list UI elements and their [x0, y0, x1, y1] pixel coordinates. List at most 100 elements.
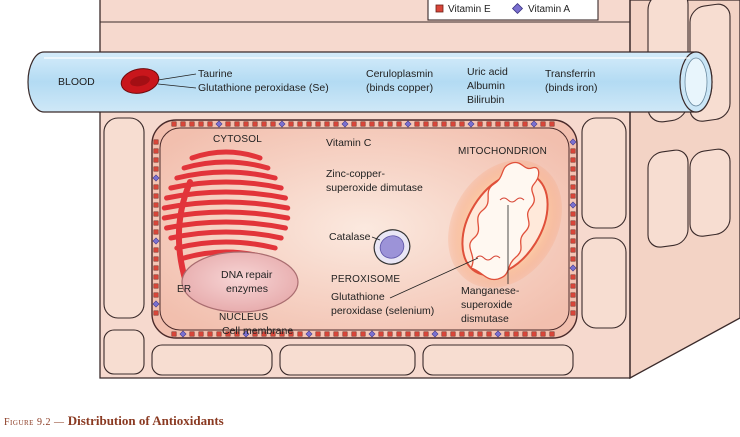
- transferrin-note: (binds iron): [545, 82, 598, 94]
- vitamin-e-marker: [171, 331, 177, 337]
- mitochondrion: [448, 160, 562, 288]
- vitamin-e-marker: [414, 121, 420, 127]
- superoxide-dimutase-label: superoxide dimutase: [326, 182, 423, 194]
- vitamin-e-marker: [198, 331, 204, 337]
- vitamin-e-marker: [441, 331, 447, 337]
- vitamin-a-marker: [368, 330, 376, 338]
- vitamin-e-marker: [306, 121, 312, 127]
- cell-membrane-label: Cell membrane: [222, 325, 293, 337]
- enzymes-label: enzymes: [226, 283, 268, 295]
- vitamin-a-marker: [152, 237, 160, 245]
- vitamin-a-marker: [152, 300, 160, 308]
- vitamin-e-marker: [513, 121, 519, 127]
- vitamin-e-marker: [450, 331, 456, 337]
- vitamin-e-marker: [153, 256, 159, 262]
- vitamin-e-marker: [252, 331, 258, 337]
- legend-vitamin-a: Vitamin A: [528, 4, 570, 15]
- vitamin-e-marker: [153, 193, 159, 199]
- vitamin-e-marker: [288, 121, 294, 127]
- vitamin-e-marker: [333, 121, 339, 127]
- vitamin-e-marker: [153, 148, 159, 154]
- vitamin-e-marker: [405, 331, 411, 337]
- vitamin-e-marker: [570, 310, 576, 316]
- vitamin-e-marker: [513, 331, 519, 337]
- albumin-label: Albumin: [467, 80, 505, 92]
- vitamin-e-marker: [261, 121, 267, 127]
- vitamin-e-marker: [153, 202, 159, 208]
- vitamin-e-marker: [570, 256, 576, 262]
- vitamin-e-marker: [207, 121, 213, 127]
- vitamin-e-swatch: [435, 4, 444, 13]
- vitamin-e-marker: [288, 331, 294, 337]
- zinc-copper-label: Zinc-copper-: [326, 168, 385, 180]
- vitamin-e-marker: [570, 184, 576, 190]
- peroxisome: [373, 229, 411, 265]
- er-label: ER: [177, 284, 191, 295]
- ceruloplasmin-label: Ceruloplasmin: [366, 68, 433, 80]
- vitamin-e-marker: [396, 331, 402, 337]
- taurine-label: Taurine: [198, 68, 233, 80]
- vitamin-e-marker: [360, 121, 366, 127]
- vitamin-a-marker: [215, 120, 223, 128]
- ceruloplasmin-note: (binds copper): [366, 82, 433, 94]
- vitamin-e-marker: [270, 121, 276, 127]
- membrane-markers: [152, 120, 577, 338]
- manganese-label: Manganese-: [461, 285, 520, 297]
- vitamin-e-marker: [570, 175, 576, 181]
- vitamin-e-marker: [279, 331, 285, 337]
- vitamin-e-marker: [378, 121, 384, 127]
- glutathione-label: Glutathione: [331, 291, 385, 303]
- dismutase-label: dismutase: [461, 313, 509, 325]
- vitamin-e-marker: [570, 157, 576, 163]
- vitamin-e-marker: [153, 310, 159, 316]
- vitamin-a-marker: [569, 264, 577, 272]
- vitamin-e-marker: [234, 331, 240, 337]
- vitamin-a-marker: [494, 330, 502, 338]
- vitamin-e-marker: [153, 220, 159, 226]
- vitamin-e-marker: [171, 121, 177, 127]
- vitamin-e-marker: [522, 121, 528, 127]
- vitamin-e-marker: [297, 331, 303, 337]
- vitamin-e-marker: [450, 121, 456, 127]
- glutathione-peroxidase-label: peroxidase (selenium): [331, 305, 434, 317]
- vitamin-e-marker: [495, 121, 501, 127]
- nucleus-label: NUCLEUS: [219, 312, 268, 323]
- superoxide-label: superoxide: [461, 299, 513, 311]
- vitamin-a-marker: [404, 120, 412, 128]
- vitamin-e-marker: [387, 121, 393, 127]
- mitochondrion-label: MITOCHONDRION: [458, 146, 547, 157]
- vitamin-e-marker: [570, 238, 576, 244]
- bilirubin-label: Bilirubin: [467, 94, 505, 106]
- vitamin-e-marker: [504, 121, 510, 127]
- peroxisome-label: PEROXISOME: [331, 274, 400, 285]
- vitamin-e-marker: [189, 121, 195, 127]
- glutathione-se-label: Glutathione peroxidase (Se): [198, 82, 329, 94]
- vitamin-e-marker: [423, 331, 429, 337]
- vitamin-a-marker: [569, 138, 577, 146]
- vitamin-e-marker: [570, 274, 576, 280]
- vitamin-e-marker: [570, 229, 576, 235]
- vitamin-e-marker: [153, 247, 159, 253]
- figure-title: Distribution of Antioxidants: [67, 413, 224, 428]
- blood-vessel: [27, 51, 713, 113]
- vitamin-e-marker: [153, 166, 159, 172]
- transferrin-label: Transferrin: [545, 68, 596, 80]
- vitamin-e-marker: [153, 265, 159, 271]
- blood-label: BLOOD: [58, 76, 95, 88]
- vitamin-e-marker: [225, 331, 231, 337]
- vitamin-e-marker: [153, 157, 159, 163]
- uric-acid-label: Uric acid: [467, 66, 508, 78]
- vitamin-e-marker: [531, 331, 537, 337]
- vitamin-e-marker: [378, 331, 384, 337]
- vitamin-e-marker: [504, 331, 510, 337]
- vitamin-e-marker: [540, 121, 546, 127]
- vitamin-e-marker: [570, 292, 576, 298]
- vitamin-e-marker: [261, 331, 267, 337]
- figure-caption: Figure 9.2 — Distribution of Antioxidant…: [4, 413, 224, 429]
- vitamin-e-marker: [423, 121, 429, 127]
- vitamin-e-marker: [234, 121, 240, 127]
- vitamin-e-marker: [153, 139, 159, 145]
- vitamin-e-marker: [570, 247, 576, 253]
- vitamin-e-marker: [189, 331, 195, 337]
